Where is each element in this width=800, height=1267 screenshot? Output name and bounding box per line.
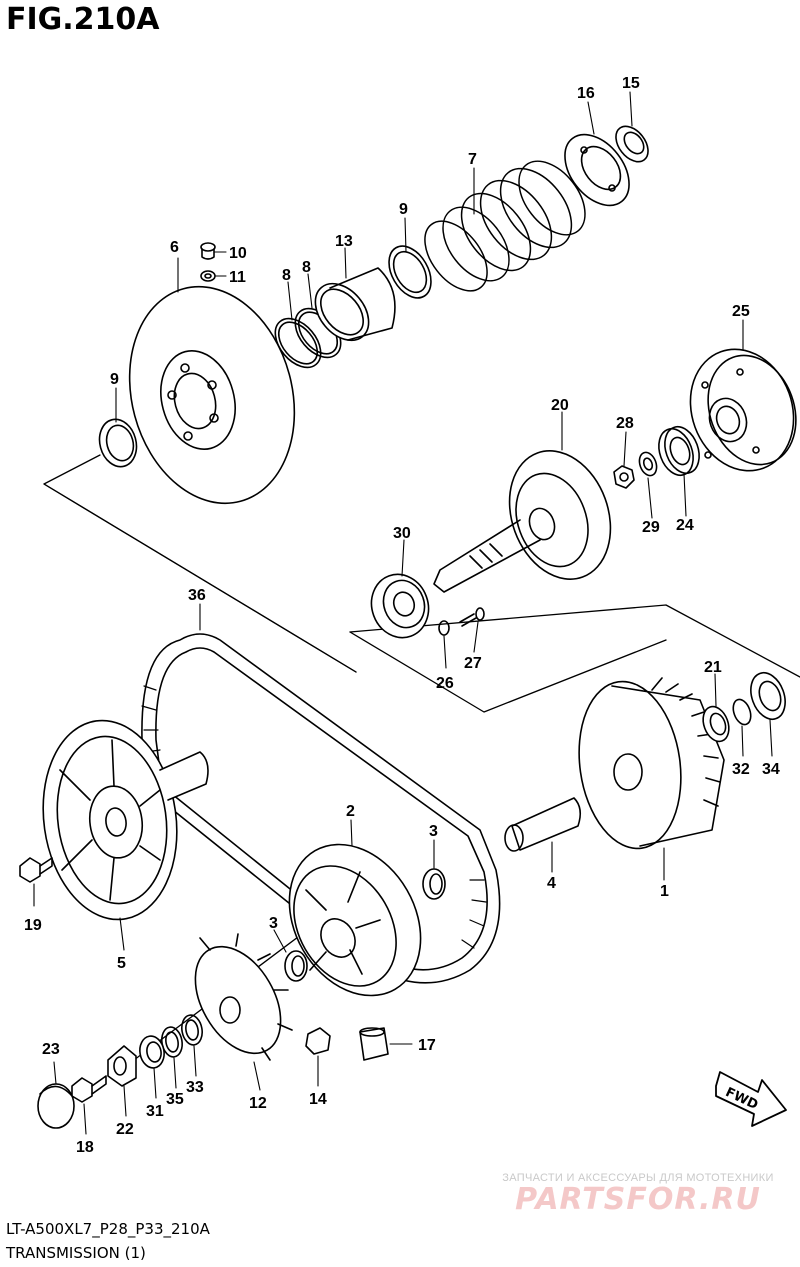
callout-33: 33 bbox=[186, 1079, 204, 1096]
callout-11: 11 bbox=[229, 269, 246, 286]
callout-3b: 3 bbox=[269, 915, 278, 932]
part-19-bolt bbox=[19, 857, 53, 883]
part-30-bearing bbox=[370, 573, 430, 639]
callout-27: 27 bbox=[464, 655, 482, 672]
part-3-bushing-left bbox=[284, 950, 308, 982]
part-17-roller bbox=[359, 1027, 389, 1061]
callout-1: 1 bbox=[660, 883, 669, 900]
callout-14: 14 bbox=[309, 1091, 327, 1108]
part-33-washer bbox=[181, 1014, 203, 1046]
assembly-group-outline bbox=[43, 454, 800, 1061]
watermark-subtitle: ЗАПЧАСТИ И АКСЕССУАРЫ ДЛЯ МОТОТЕХНИКИ bbox=[502, 1172, 774, 1184]
part-22-nut bbox=[107, 1045, 137, 1087]
callout-numbers: 6 10 11 8 8 13 9 7 16 15 9 25 20 28 29 2… bbox=[24, 75, 780, 1156]
part-2-movable-drive-face bbox=[288, 843, 422, 997]
callout-4: 4 bbox=[547, 875, 556, 892]
watermark: ЗАПЧАСТИ И АКСЕССУАРЫ ДЛЯ МОТОТЕХНИКИ PA… bbox=[488, 1172, 788, 1216]
callout-36: 36 bbox=[188, 587, 206, 604]
part-34-seal bbox=[750, 671, 786, 721]
part-14-slide-piece bbox=[305, 1027, 331, 1055]
part-31-ring bbox=[139, 1035, 165, 1069]
fwd-arrow-badge: FWD bbox=[715, 1071, 787, 1127]
part-3-bushing-right bbox=[422, 868, 446, 900]
callout-35: 35 bbox=[166, 1091, 184, 1108]
callout-10: 10 bbox=[229, 245, 247, 262]
callout-7: 7 bbox=[468, 151, 477, 168]
figure-title: FIG.210A bbox=[6, 2, 160, 37]
callout-12: 12 bbox=[249, 1095, 267, 1112]
callout-6: 6 bbox=[170, 239, 179, 256]
part-11-o-ring bbox=[200, 270, 216, 282]
part-15-nut bbox=[615, 125, 649, 163]
diagram-name: TRANSMISSION (1) bbox=[6, 1244, 146, 1262]
part-13-guide-collar bbox=[314, 267, 396, 342]
callout-leader-lines bbox=[33, 91, 773, 1135]
part-23-cap bbox=[37, 1083, 75, 1129]
callout-25: 25 bbox=[732, 303, 750, 320]
callout-20: 20 bbox=[551, 397, 569, 414]
callout-3a: 3 bbox=[429, 823, 438, 840]
callout-23: 23 bbox=[42, 1041, 60, 1058]
part-9-seal-upper bbox=[388, 245, 432, 299]
part-26-washer bbox=[438, 620, 450, 636]
part-5-fixed-sheave bbox=[42, 719, 209, 921]
callout-8a: 8 bbox=[282, 267, 291, 284]
part-29-washer bbox=[638, 451, 658, 477]
part-7-spring bbox=[424, 160, 586, 292]
callout-28: 28 bbox=[616, 415, 634, 432]
watermark-brand: PARTSFOR.RU bbox=[515, 1182, 761, 1217]
part-16-spring-holder bbox=[564, 133, 630, 207]
callout-15: 15 bbox=[622, 75, 640, 92]
callout-21: 21 bbox=[704, 659, 722, 676]
callout-24: 24 bbox=[676, 517, 694, 534]
callout-5: 5 bbox=[117, 955, 126, 972]
callout-13: 13 bbox=[335, 233, 353, 250]
diagram-code: LT-A500XL7_P28_P33_210A bbox=[6, 1220, 210, 1238]
callout-34: 34 bbox=[762, 761, 780, 778]
callout-2: 2 bbox=[346, 803, 355, 820]
part-25-clutch-housing bbox=[689, 348, 797, 472]
callout-30: 30 bbox=[393, 525, 411, 542]
part-27-screw bbox=[459, 607, 485, 627]
callout-29: 29 bbox=[642, 519, 660, 536]
callout-26: 26 bbox=[436, 675, 454, 692]
callout-22: 22 bbox=[116, 1121, 134, 1138]
part-32-o-ring bbox=[732, 698, 752, 726]
callout-31: 31 bbox=[146, 1103, 164, 1120]
callout-16: 16 bbox=[577, 85, 595, 102]
part-18-bolt bbox=[71, 1075, 107, 1103]
callout-32: 32 bbox=[732, 761, 750, 778]
part-9-seal-left bbox=[98, 418, 138, 468]
part-12-ramp-plate bbox=[194, 933, 293, 1061]
part-20-driven-clutch bbox=[433, 450, 612, 593]
part-21-washer bbox=[702, 705, 730, 743]
part-10-pin bbox=[200, 242, 216, 260]
part-28-nut bbox=[613, 465, 635, 489]
callout-9a: 9 bbox=[110, 371, 119, 388]
callout-19: 19 bbox=[24, 917, 42, 934]
part-1-fixed-drive-face bbox=[578, 677, 725, 850]
part-4-sleeve bbox=[504, 797, 582, 852]
callout-9b: 9 bbox=[399, 201, 408, 218]
callout-8b: 8 bbox=[302, 259, 311, 276]
callout-18: 18 bbox=[76, 1139, 94, 1156]
callout-17: 17 bbox=[418, 1037, 436, 1054]
part-6-sliding-sheave bbox=[128, 285, 296, 505]
